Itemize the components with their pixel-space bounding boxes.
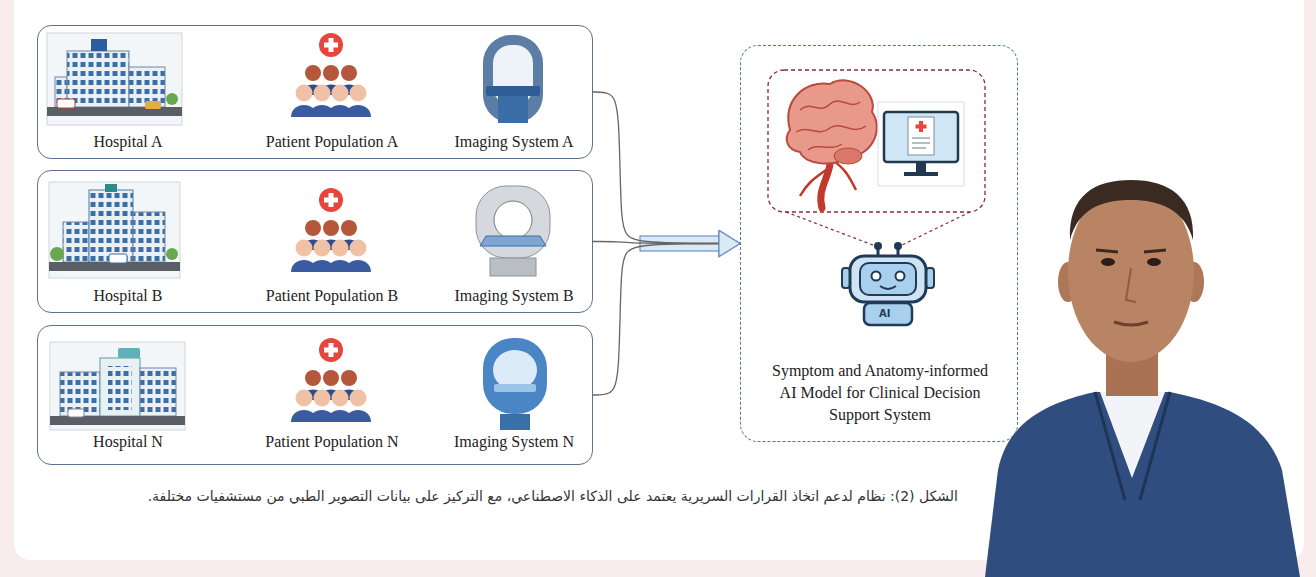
- hospital-icon: [50, 342, 185, 430]
- hospital-icon: [60, 372, 100, 416]
- hospital-row-box: Hospital B Patient Population B Imaging Sy…: [37, 170, 593, 313]
- hospital-row-box: Hospital A Patient Population A Imaging Sy…: [37, 25, 593, 159]
- portrait-photo: [1100, 392, 1165, 478]
- portrait-photo: [1101, 258, 1115, 266]
- scanner-icon: [500, 414, 530, 430]
- robot-chest-label: AI: [879, 308, 890, 320]
- brain-illustration: [787, 80, 877, 208]
- scanner-icon: [494, 384, 536, 392]
- patient-group-icon: [291, 33, 371, 117]
- hospital-icon: [47, 33, 182, 125]
- monitor-icon: [916, 125, 927, 129]
- hospital-icon: [63, 222, 89, 262]
- patient-group-icon: [291, 33, 371, 117]
- hospital-icon: [140, 368, 176, 416]
- hospital-icon: [91, 39, 107, 51]
- patient-group-icon: [291, 188, 371, 272]
- hospital-icon: [50, 247, 64, 261]
- scanner-icon: [486, 86, 540, 96]
- robot-icon: [874, 242, 882, 250]
- robot-icon: [880, 286, 896, 289]
- patient-group-icon: [291, 188, 371, 272]
- item-label: Hospital N: [93, 433, 163, 451]
- hospital-icon: [145, 101, 161, 109]
- ai-model-box: Symptom and Anatomy-informed AI Model fo…: [740, 45, 1018, 442]
- hospital-icon: [166, 248, 178, 260]
- monitor-icon: [904, 172, 938, 176]
- model-title: Symptom and Anatomy-informed AI Model fo…: [769, 360, 991, 426]
- monitor-icon: [908, 117, 934, 155]
- hospital-icon: [49, 182, 180, 278]
- scanner-icon: [498, 96, 528, 123]
- portrait-photo: [1147, 258, 1161, 266]
- brain-illustration: [787, 80, 877, 163]
- monitor-icon: [884, 112, 958, 162]
- scanner-icon: [476, 186, 550, 276]
- robot-icon: [894, 242, 902, 250]
- inner-dashed-box: [768, 70, 985, 212]
- monitor-icon: [878, 102, 964, 186]
- robot-icon: [864, 303, 912, 325]
- portrait-photo: [1126, 268, 1136, 302]
- robot-icon: [860, 263, 916, 295]
- brain-illustration: [796, 101, 866, 150]
- hospital-icon: [109, 254, 127, 263]
- item-label: Imaging System A: [454, 133, 573, 151]
- hospital-icon: [68, 409, 84, 417]
- monitor-icon: [912, 138, 930, 148]
- item-label: Imaging System N: [454, 433, 574, 451]
- item-label: Patient Population N: [265, 433, 398, 451]
- hospital-icon: [50, 342, 185, 430]
- hospital-icon: [166, 93, 178, 105]
- portrait-photo: [985, 392, 1300, 577]
- brain-illustration: [834, 148, 862, 164]
- hospital-icon: [89, 190, 133, 262]
- robot-icon: [896, 272, 905, 281]
- robot-icon: [872, 272, 881, 281]
- brain-illustration: [800, 160, 856, 196]
- hospital-icon: [49, 182, 180, 278]
- scanner-icon: [483, 35, 543, 123]
- scanner-icon: [483, 338, 547, 430]
- item-label: Patient Population A: [266, 133, 398, 151]
- item-label: Hospital B: [94, 287, 163, 305]
- monitor-icon: [916, 162, 926, 172]
- dotted-leader: [786, 212, 970, 247]
- scanner-icon: [483, 338, 547, 414]
- patient-group-icon: [291, 338, 371, 422]
- item-label: Imaging System B: [454, 287, 573, 305]
- figure-caption: الشكل (2): نظام لدعم اتخاذ القرارات السر…: [33, 483, 958, 509]
- hospital-icon: [133, 212, 165, 262]
- item-label: Hospital A: [94, 133, 163, 151]
- hospital-icon: [47, 33, 182, 125]
- scanner-icon: [490, 258, 536, 276]
- robot-icon: [842, 242, 934, 325]
- patient-group-icon: [291, 338, 371, 422]
- hospital-icon: [118, 348, 140, 358]
- scanner-icon: [480, 236, 546, 246]
- portrait-photo: [1096, 250, 1166, 252]
- portrait-photo: [1095, 392, 1170, 500]
- connector-arrow: [593, 92, 740, 244]
- hospital-icon: [67, 51, 129, 107]
- connector-arrow: [593, 244, 740, 396]
- portrait-photo: [1070, 180, 1193, 240]
- scanner-icon: [483, 35, 543, 123]
- hospital-row-box: Hospital N Patient Population N Imaging Sy…: [37, 325, 593, 465]
- item-label: Patient Population B: [266, 287, 398, 305]
- monitor-icon: [878, 102, 964, 186]
- robot-icon: [850, 256, 926, 302]
- hospital-icon: [100, 358, 140, 416]
- hospital-icon: [105, 184, 117, 192]
- hospital-icon: [108, 366, 132, 410]
- hospital-icon: [57, 99, 75, 108]
- portrait-photo: [1114, 322, 1148, 325]
- portrait-photo: [985, 180, 1300, 577]
- scanner-icon: [494, 201, 532, 239]
- scanner-icon: [476, 186, 550, 258]
